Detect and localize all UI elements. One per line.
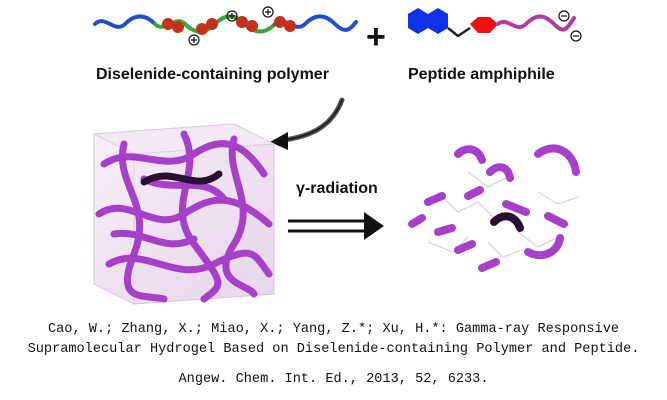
citation-line-2: Supramolecular Hydrogel Based on Diselen… (27, 342, 640, 357)
radiation-arrow (288, 212, 384, 240)
positive-charges (188, 6, 274, 46)
peptide-label: Peptide amphiphile (408, 66, 555, 83)
polymer-label: Diselenide-containing polymer (96, 66, 329, 83)
plus-sign: + (366, 18, 386, 56)
radiation-label: γ-radiation (296, 180, 378, 197)
citation-line-3: Angew. Chem. Int. Ed., 2013, 52, 6233. (178, 372, 489, 387)
citation-line-1: Cao, W.; Zhang, X.; Miao, X.; Yang, Z.*;… (47, 322, 620, 337)
selenium-beads (162, 16, 296, 35)
degraded-fragments-illustration (408, 144, 580, 272)
hydrogel-network-cube (92, 123, 276, 305)
diselenide-polymer-illustration (93, 6, 358, 46)
curved-mixing-arrow (270, 97, 345, 150)
peptide-amphiphile-illustration (408, 8, 582, 42)
